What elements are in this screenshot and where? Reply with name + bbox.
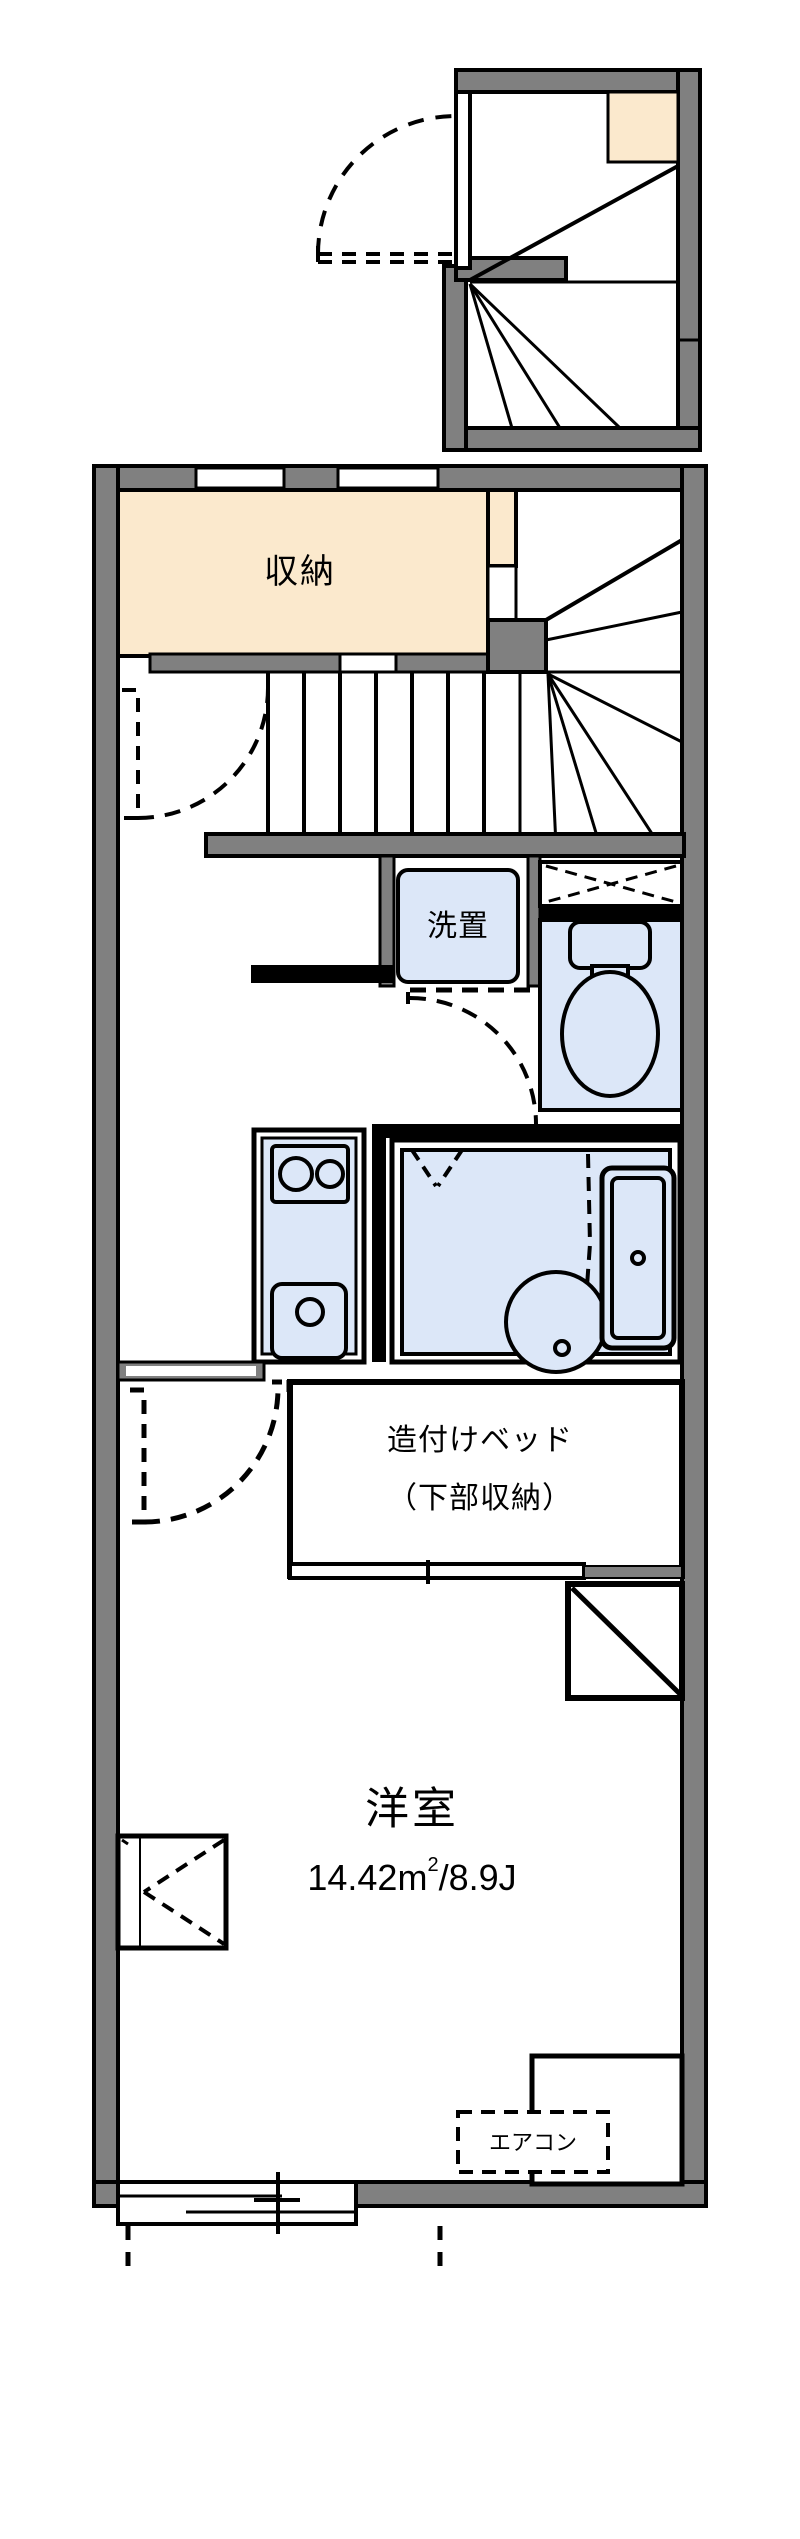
entrance-area [116, 1360, 282, 1525]
bathtub-drain [630, 1250, 646, 1266]
toilet-upper-wall [540, 906, 682, 920]
main-room-area-label: 14.42m2/8.9J [307, 1854, 516, 1897]
area-superscript: 2 [427, 1854, 438, 1876]
cabinet-x-2 [545, 864, 677, 904]
left-casement-window [115, 1833, 229, 1951]
upper-stair-inset [316, 68, 702, 452]
aircon-dashed-box [456, 2110, 610, 2174]
inset-wall-top [454, 68, 702, 94]
winder-riser-4 [547, 672, 683, 744]
inset-stair-riser-4 [468, 283, 562, 429]
stair-header-wall-left [148, 652, 342, 674]
bath-sink-basin [504, 1270, 608, 1374]
builtin-bed-label-line1: 造付けベッド [387, 1424, 573, 1457]
winder-riser-5 [546, 673, 662, 847]
area-jo-value: 8.9J [449, 1857, 517, 1898]
left-window-open-line-a [142, 1838, 226, 1894]
inset-wall-bottom [442, 426, 702, 452]
storage-room-outline [116, 488, 490, 658]
bottom-sliding-window [116, 2172, 443, 2276]
kitchen-bath-row [251, 1124, 683, 1374]
top-window-right [336, 466, 440, 490]
main-room-label: 洋室 [365, 1785, 459, 1834]
washer-pan [396, 868, 520, 984]
entrance-door-leaf [130, 1387, 147, 1525]
kitchen-bath-divider [372, 1124, 386, 1362]
hall-partition-wall [251, 965, 395, 983]
inset-stair-riser-5 [468, 283, 514, 429]
area-metric-value: 14.42m [307, 1857, 427, 1898]
washer-toilet-zone [251, 854, 684, 1125]
winder-riser-6 [546, 673, 602, 847]
stair-header-opening [338, 652, 398, 674]
left-window-outline [115, 1833, 229, 1951]
left-window-frame-mark [121, 1838, 129, 1846]
bed-right-wall-stub [583, 1565, 683, 1579]
washer-label: 洗置 [427, 910, 489, 943]
outer-wall-left [92, 464, 120, 2208]
inset-wall-right [676, 68, 702, 452]
aircon-label: エアコン [489, 2130, 577, 2155]
top-wall-openings [194, 466, 440, 490]
stair-newel-block [486, 618, 548, 674]
washer-left-wall [378, 854, 396, 988]
main-room-area-group: 14.42m2/8.9J [307, 1854, 516, 1897]
sliding-window-frame [116, 2180, 358, 2226]
storage-room [116, 488, 518, 658]
stair-winder [544, 538, 684, 847]
stove-burner-small [315, 1159, 345, 1189]
builtin-bed-area [286, 1379, 685, 1584]
winder-riser-7 [546, 673, 558, 847]
inset-door-jamb [454, 90, 472, 270]
stair-hall [122, 538, 686, 858]
builtin-bed-outline [287, 1379, 685, 1579]
left-window-open-line-b [142, 1890, 226, 1946]
inset-stair-riser-1 [469, 164, 679, 282]
bath-top-wall [386, 1124, 682, 1138]
toilet-bowl [560, 970, 660, 1098]
bath-sink-drain [553, 1339, 571, 1357]
entrance-opening [126, 1366, 256, 1376]
kitchen-sink-drain [295, 1297, 325, 1327]
inset-storage-patch [606, 90, 680, 164]
inset-door-swing-arc [316, 114, 457, 255]
entrance-door-swing-arc [143, 1387, 281, 1525]
toilet-tank [568, 920, 652, 970]
stove-burner-large [278, 1156, 314, 1192]
storage-label: 収納 [264, 553, 336, 591]
builtin-bed-label-line2: （下部収納） [387, 1482, 573, 1515]
right-closet-diagonal [570, 1586, 682, 1696]
right-closet [565, 1581, 685, 1701]
bed-bottom-rail [288, 1562, 586, 1580]
stair-bottom-wall [204, 832, 686, 858]
top-window-left [194, 466, 286, 490]
hall-closet-swing-arc [137, 687, 270, 820]
bath-door-leaf-a [410, 1148, 438, 1188]
inset-wall-left-lower [442, 264, 468, 452]
hall-closet-door-panel [122, 688, 140, 820]
outer-wall-right [680, 464, 708, 2208]
aircon-marker: エアコン [456, 2110, 610, 2174]
storage-room-extension [486, 488, 518, 568]
washroom-door-swing-arc [409, 996, 538, 1125]
toilet-fixture [560, 920, 660, 1098]
winder-riser-2 [545, 610, 683, 642]
inset-stair-riser-3 [468, 282, 622, 430]
area-separator: / [439, 1857, 449, 1898]
bath-door-leaf-b [436, 1148, 464, 1188]
winder-riser-1 [544, 538, 684, 622]
